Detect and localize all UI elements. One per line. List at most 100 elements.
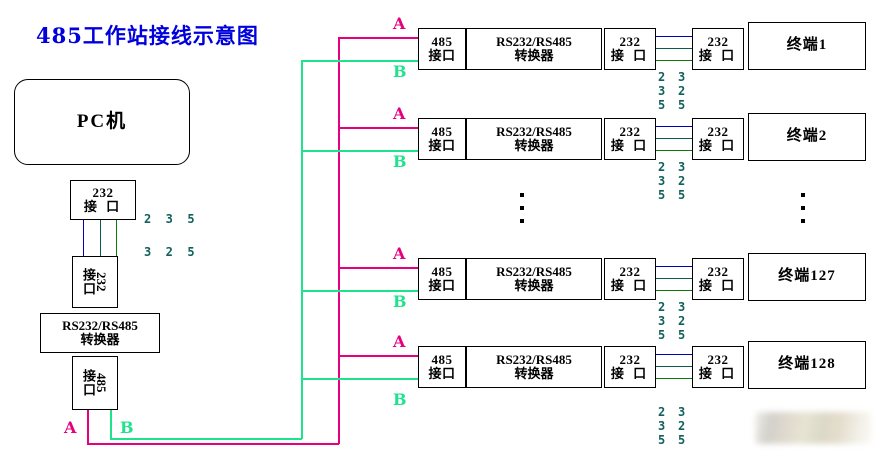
branch-4-pins-col1: 2 3 5 (658, 405, 666, 447)
branch-4-terminal-232-line1: 232 (707, 352, 729, 368)
bus-b-riser (301, 60, 303, 439)
branch-1-485-port-line1: 485 (431, 34, 453, 50)
branch-3-terminal-232-line2: 接 口 (698, 278, 738, 293)
branch-2-terminal-box: 终端2 (748, 113, 866, 161)
branch-2-wire-pin5 (656, 150, 692, 151)
branch-1-terminal-232-line2: 接 口 (698, 48, 738, 63)
branch-4-232-port-line1: 232 (619, 352, 641, 368)
host-converter-485-port-text: 接口 (81, 369, 96, 397)
ellipsis-left (520, 193, 524, 223)
branch-2-bus-a-lead (338, 127, 420, 129)
branch-4-converter-line2: 转换器 (514, 366, 554, 381)
branch-2-terminal-232-line1: 232 (707, 124, 729, 140)
branch-2-232-port-line1: 232 (619, 124, 641, 140)
branch-1-bus-b-lead (301, 60, 420, 62)
branch-3-terminal-label: 终端127 (778, 268, 836, 285)
branch-1-converter-line1: RS232/RS485 (496, 34, 572, 50)
branch-3-a-label: A (393, 244, 406, 263)
blurred-watermark (755, 412, 871, 444)
branch-3-terminal-232-port-box: 232 接 口 (692, 258, 744, 300)
branch-1-485-port-box: 485 接口 (418, 28, 466, 70)
branch-4-converter-box: RS232/RS485 转换器 (466, 346, 602, 388)
branch-1-232-port-line2: 接 口 (610, 48, 650, 63)
branch-1-a-label: A (393, 14, 406, 33)
branch-4-485-port-box: 485 接口 (418, 346, 466, 388)
branch-1-232-port-line1: 232 (619, 34, 641, 50)
host-bus-b-drop (110, 409, 112, 438)
branch-3-485-port-line1: 485 (431, 264, 453, 280)
branch-2-485-port-box: 485 接口 (418, 118, 466, 160)
ellipsis-dot (801, 206, 805, 210)
branch-2-converter-line1: RS232/RS485 (496, 124, 572, 140)
branch-4-232-port-line2: 接 口 (610, 366, 650, 381)
branch-1-converter-box: RS232/RS485 转换器 (466, 28, 602, 70)
branch-1-converter-line2: 转换器 (514, 48, 554, 63)
branch-4-wire-pin5 (656, 378, 692, 379)
host-bus-b-label: B (120, 418, 134, 437)
host-converter-box: RS232/RS485 转换器 (40, 313, 160, 353)
host-converter-line1: RS232/RS485 (62, 318, 138, 334)
branch-2-terminal-label: 终端2 (786, 128, 828, 145)
branch-3-b-label: B (393, 292, 407, 311)
host-wire-pin5 (116, 220, 117, 256)
branch-2-pins-col1: 2 3 5 (658, 160, 666, 202)
branch-1-pins-col2: 3 2 5 (678, 70, 686, 112)
host-wire-pin2 (83, 220, 84, 256)
ellipsis-dot (520, 193, 524, 197)
branch-3-bus-a-lead (338, 267, 420, 269)
host-bus-a-label: A (64, 418, 77, 437)
branch-2-converter-box: RS232/RS485 转换器 (466, 118, 602, 160)
branch-1-wire-pin2 (656, 36, 692, 37)
branch-4-wire-pin2 (656, 354, 692, 355)
pc-label: PC机 (76, 111, 128, 133)
branch-4-485-port-line1: 485 (431, 352, 453, 368)
bus-a-bottom-run (87, 443, 339, 445)
branch-1-terminal-box: 终端1 (748, 22, 866, 70)
branch-3-converter-line1: RS232/RS485 (496, 264, 572, 280)
host-pins-bottom: 3 2 5 (144, 245, 195, 259)
branch-3-wire-pin5 (656, 290, 692, 291)
branch-4-terminal-232-port-box: 232 接 口 (692, 346, 744, 388)
branch-1-wire-pin5 (656, 60, 692, 61)
host-232-port-box: 232 接 口 (70, 180, 136, 220)
host-wire-pin3 (100, 220, 101, 256)
host-pins-top: 2 3 5 (144, 212, 195, 226)
bus-b-bottom-run (110, 438, 302, 440)
branch-2-b-label: B (393, 152, 407, 171)
branch-4-232-port-box: 232 接 口 (604, 346, 656, 388)
branch-3-terminal-box: 终端127 (748, 253, 866, 301)
host-bus-a-drop (87, 409, 89, 443)
ellipsis-right (801, 193, 805, 223)
branch-2-232-port-box: 232 接 口 (604, 118, 656, 160)
host-converter-485-port-num: 485 (94, 373, 109, 393)
branch-1-terminal-label: 终端1 (786, 37, 828, 54)
branch-4-b-label: B (393, 390, 407, 409)
branch-3-terminal-232-line1: 232 (707, 264, 729, 280)
branch-3-wire-pin3 (656, 278, 692, 279)
branch-3-232-port-line2: 接 口 (610, 278, 650, 293)
ellipsis-dot (801, 219, 805, 223)
branch-3-converter-box: RS232/RS485 转换器 (466, 258, 602, 300)
branch-1-pins-col1: 2 3 5 (658, 70, 666, 112)
ellipsis-dot (520, 219, 524, 223)
branch-3-pins-col2: 3 2 5 (678, 300, 686, 342)
branch-2-232-port-line2: 接 口 (610, 138, 650, 153)
branch-2-pins-col2: 3 2 5 (678, 160, 686, 202)
host-232-port-line2: 接 口 (83, 199, 123, 214)
branch-2-terminal-232-port-box: 232 接 口 (692, 118, 744, 160)
pc-box: PC机 (14, 79, 190, 165)
branch-2-bus-b-lead (301, 150, 420, 152)
branch-2-terminal-232-line2: 接 口 (698, 138, 738, 153)
branch-1-terminal-232-port-box: 232 接 口 (692, 28, 744, 70)
branch-4-485-port-line2: 接口 (428, 366, 456, 381)
ellipsis-dot (801, 193, 805, 197)
branch-4-pins-col2: 3 2 5 (678, 405, 686, 447)
branch-4-terminal-232-line2: 接 口 (698, 366, 738, 381)
branch-1-232-port-box: 232 接 口 (604, 28, 656, 70)
host-converter-232-port-box: 接口 232 (72, 256, 118, 308)
branch-3-485-port-box: 485 接口 (418, 258, 466, 300)
branch-2-485-port-line2: 接口 (428, 138, 456, 153)
ellipsis-dot (520, 206, 524, 210)
branch-2-wire-pin3 (656, 138, 692, 139)
